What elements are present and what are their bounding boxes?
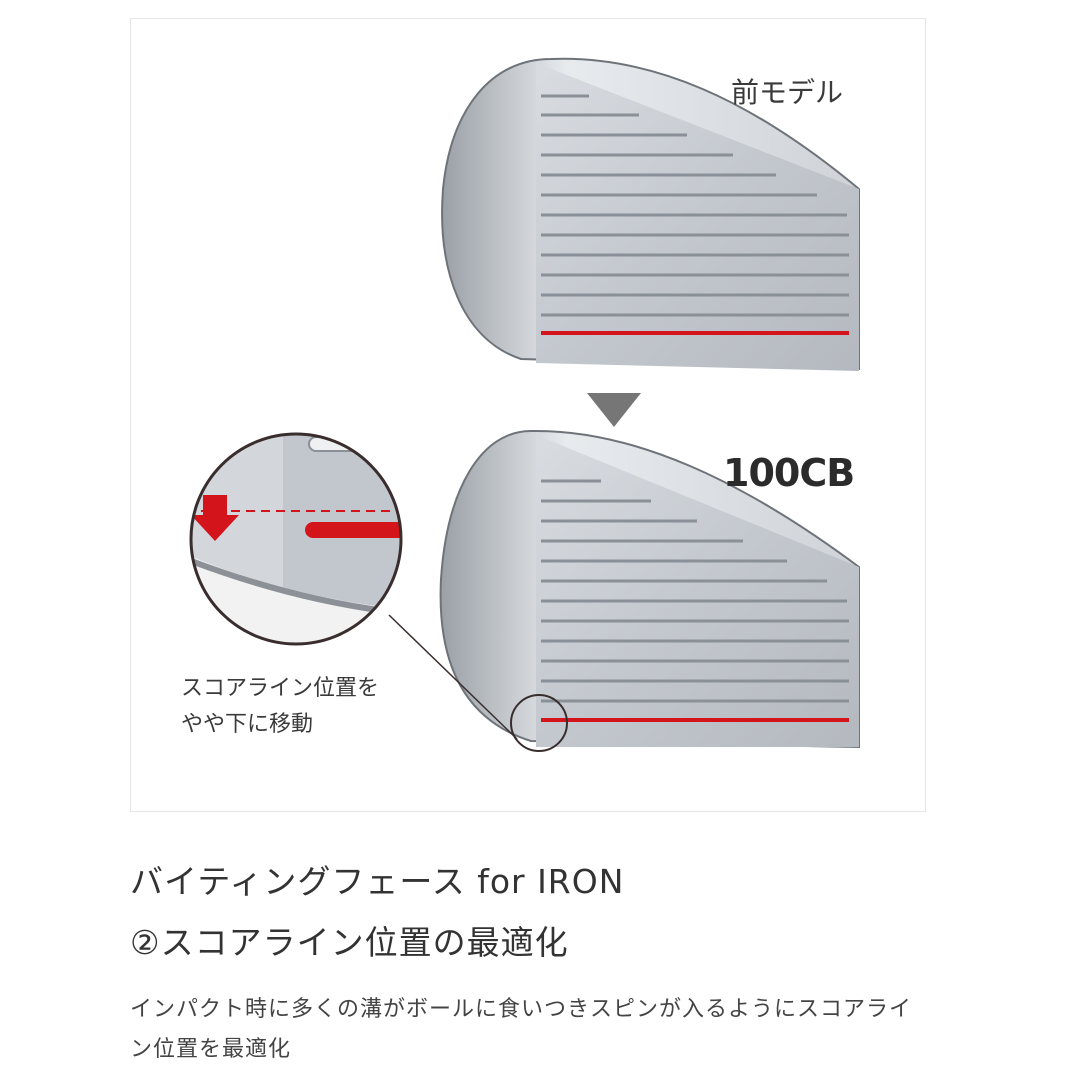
figure-card: 前モデル 100CB スコアライン位置を やや下に移動 bbox=[130, 18, 926, 812]
down-triangle-icon bbox=[587, 393, 641, 427]
heading-line-2: ②スコアライン位置の最適化 bbox=[130, 923, 569, 962]
iron-comparison-illustration bbox=[189, 57, 860, 752]
new-model-label: 100CB bbox=[723, 451, 855, 495]
previous-model-label: 前モデル bbox=[731, 76, 844, 109]
previous-model-iron bbox=[441, 57, 860, 371]
zoom-target-circle bbox=[510, 694, 568, 752]
callout-line-1: スコアライン位置を bbox=[181, 676, 380, 701]
callout-text: スコアライン位置を やや下に移動 bbox=[181, 671, 379, 743]
callout-line-2: やや下に移動 bbox=[181, 712, 314, 737]
new-model-iron bbox=[439, 429, 860, 749]
magnifier-circle-icon bbox=[189, 432, 403, 646]
heading-line-1: バイティングフェース for IRON bbox=[130, 862, 625, 901]
down-arrow-icon bbox=[191, 495, 239, 541]
description-text: インパクト時に多くの溝がボールに食いつきスピンが入るようにスコアライン位置を最適… bbox=[130, 997, 913, 1062]
zoom-leader-line bbox=[388, 614, 518, 740]
